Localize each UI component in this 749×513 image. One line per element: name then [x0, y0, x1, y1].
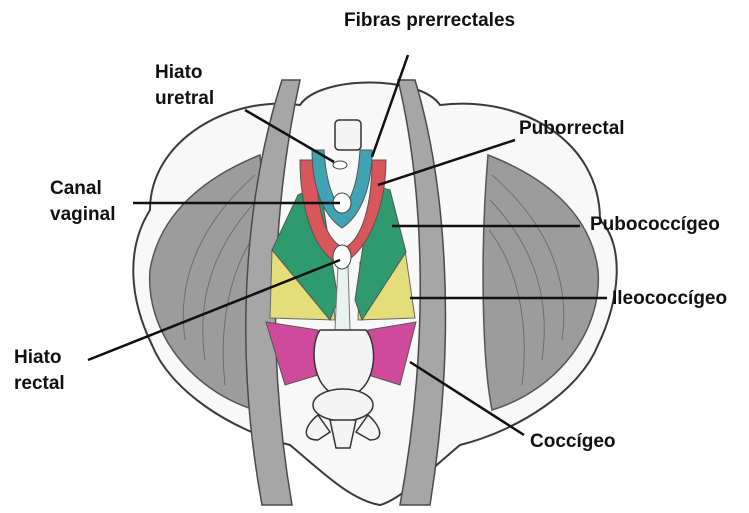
label-coccigeo: Coccígeo	[530, 429, 616, 455]
label-canal-vaginal: Canal vaginal	[50, 176, 115, 228]
rectal-hiatus	[333, 245, 351, 269]
label-hiato-uretral: Hiato uretral	[155, 60, 214, 112]
urethral-hiatus	[333, 161, 347, 169]
label-hiato-rectal-line2: rectal	[14, 371, 65, 397]
label-canal-vaginal-line2: vaginal	[50, 202, 115, 228]
label-canal-vaginal-line1: Canal	[50, 176, 115, 202]
label-hiato-rectal-line1: Hiato	[14, 345, 65, 371]
label-hiato-uretral-line1: Hiato	[155, 60, 214, 86]
label-hiato-uretral-line2: uretral	[155, 86, 214, 112]
label-pubococcigeo: Pubococcígeo	[590, 212, 720, 238]
label-hiato-rectal: Hiato rectal	[14, 345, 65, 397]
label-ileococcigeo: Ileococcígeo	[612, 286, 727, 312]
label-puborrectal: Puborrectal	[519, 116, 625, 142]
anococcygeal-raphe	[335, 265, 350, 330]
label-fibras-prerrectales: Fibras prerrectales	[344, 8, 515, 34]
pubic-symphysis	[335, 120, 361, 150]
